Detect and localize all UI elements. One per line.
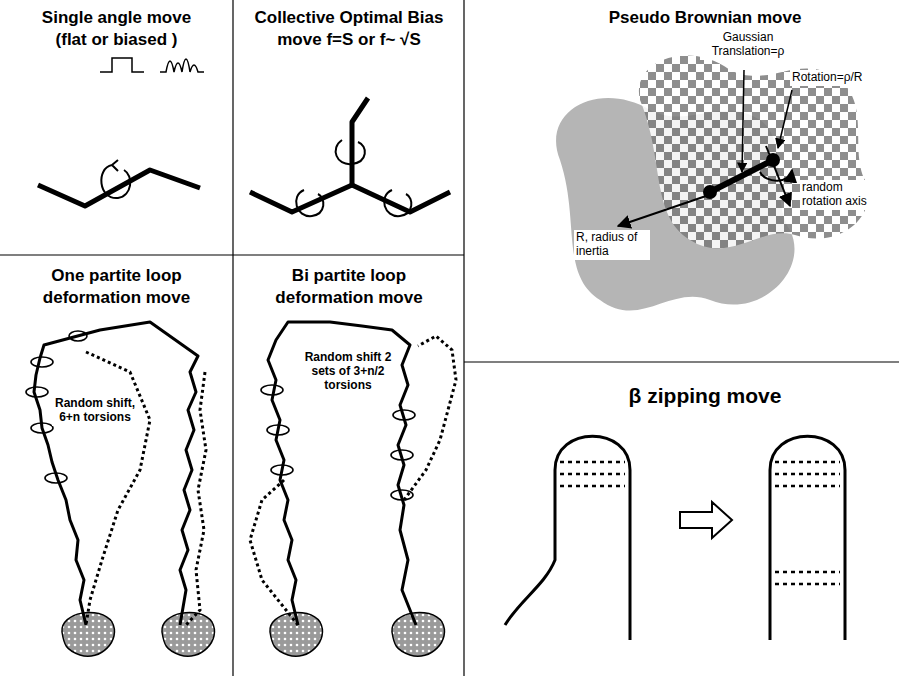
- transition-arrow: [680, 502, 732, 538]
- annotation: Random shift, 6+n torsions: [52, 396, 138, 426]
- flat-bias-icon: [100, 58, 204, 72]
- panel-title: Single angle move: [4, 8, 229, 28]
- torsion-swirl: [261, 385, 415, 500]
- leader-arrow: [618, 70, 792, 226]
- panel-title: Pseudo Brownian move: [580, 8, 830, 28]
- panel-title: One partite loop: [4, 266, 229, 286]
- loop-chain: [268, 322, 416, 625]
- panel-title: Collective Optimal Bias: [237, 8, 461, 28]
- branched-chain: [250, 98, 450, 212]
- annotation: R, radius of inertia: [574, 230, 650, 260]
- annotation: Random shift 2 sets of 3+n/2 torsions: [300, 350, 396, 393]
- rotation-arrow: [101, 160, 130, 198]
- annotation: Rotation=ρ/R: [790, 70, 886, 86]
- moved-loop: [250, 336, 456, 625]
- hairpin: [505, 436, 845, 640]
- annotation: Gaussian Translation=ρ: [700, 30, 796, 60]
- anchor-blob: [62, 612, 445, 656]
- panel-title: (flat or biased ): [4, 30, 229, 50]
- panel-title: deformation move: [237, 288, 461, 308]
- chain: [38, 170, 200, 206]
- moved-loop: [86, 352, 206, 625]
- loop-chain: [34, 322, 198, 625]
- rotation-arrow: [296, 140, 411, 216]
- annotation: random rotation axis: [800, 180, 884, 210]
- panel-title: β zipping move: [580, 384, 830, 408]
- panel-title: move f=S or f~ √S: [237, 30, 461, 50]
- hydrogen-bond: [560, 462, 840, 584]
- panel-title: deformation move: [4, 288, 229, 308]
- panel-title: Bi partite loop: [237, 266, 461, 286]
